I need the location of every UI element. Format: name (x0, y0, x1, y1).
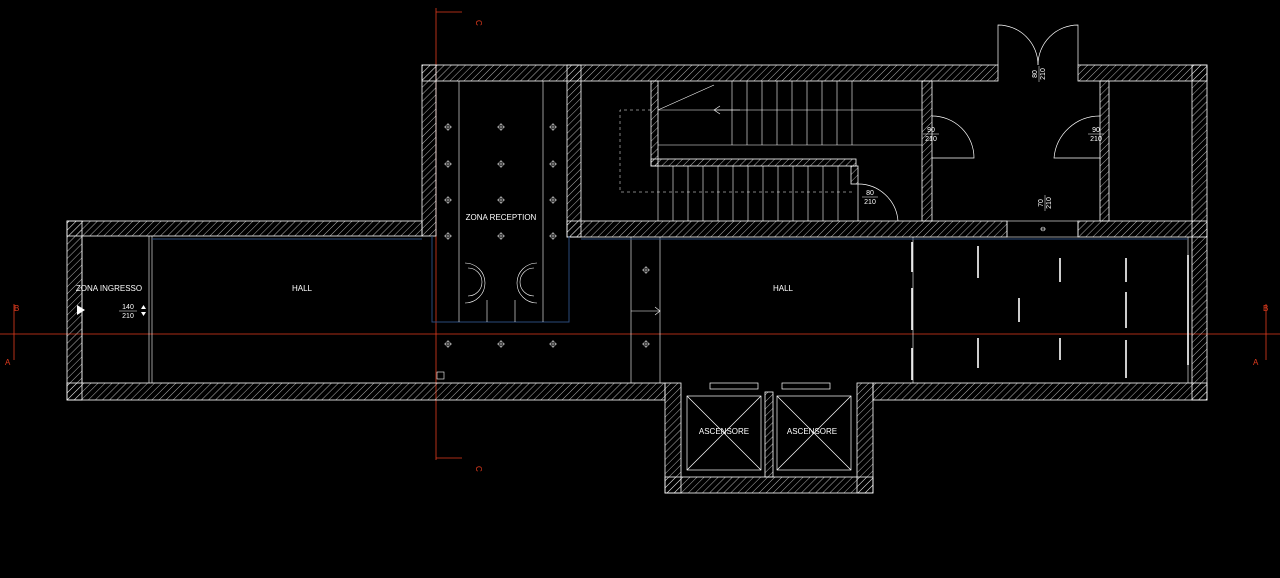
walls (66, 64, 1208, 494)
door-top-height: 210 (1040, 68, 1047, 80)
triangle-down-icon (141, 312, 146, 316)
door-room-right-height: 210 (1090, 136, 1102, 143)
section-c-top: C (474, 20, 483, 26)
wall-top-a (421, 64, 999, 82)
room-label-hall-left: HALL (292, 284, 313, 293)
room-label-hall-right: HALL (773, 284, 794, 293)
door-room-left-height: 210 (925, 136, 937, 143)
wall-bottom-a (66, 382, 666, 401)
section-markers: A B A B C C (5, 20, 1268, 472)
door-stair (857, 183, 899, 222)
wall-stair-h (650, 158, 857, 167)
door-entrance-height: 210 (122, 313, 134, 320)
reception-desk (436, 81, 544, 380)
door-room-left-width: 90 (927, 127, 935, 134)
section-b-left: B (14, 304, 19, 313)
play-arrow-icon (77, 305, 85, 315)
triangle-up-icon (141, 305, 146, 309)
arrow-icon (631, 306, 661, 316)
door-bottom-width: 70 (1038, 199, 1045, 207)
door-room-right-width: 90 (1092, 127, 1100, 134)
wall-mid-a (566, 220, 1008, 238)
wall-left-top (66, 220, 423, 237)
door-stair-width: 80 (866, 190, 874, 197)
elevator-cabin-2 (776, 395, 852, 471)
chair-icon (519, 267, 535, 297)
door-room-left (931, 115, 975, 159)
wall-stair-post (850, 165, 859, 185)
door-top-left-leaf (997, 24, 1039, 66)
wall-mid-b (1077, 220, 1208, 238)
wall-elevator-left (664, 382, 682, 494)
door-entrance-width: 140 (122, 304, 134, 311)
wall-top-b (1077, 64, 1208, 82)
section-c-bottom: C (474, 466, 483, 472)
door-top-width: 80 (1032, 70, 1039, 78)
doors (857, 24, 1101, 222)
staircase (657, 81, 922, 221)
wall-service-divider-2 (1099, 80, 1110, 222)
wall-elevator-bottom (664, 476, 874, 494)
wall-reception-left (421, 64, 437, 237)
room-label-zona-reception: ZONA RECEPTION (466, 213, 537, 222)
display-panels (911, 242, 1189, 380)
wall-bottom-b (872, 382, 1208, 401)
room-outlines (81, 220, 1189, 383)
door-room-right (1053, 115, 1101, 159)
section-b-right: B (1263, 304, 1268, 313)
section-a-left: A (5, 358, 11, 367)
door-dimensions: 140 210 80 210 90 210 90 210 80 210 70 2… (119, 66, 1104, 320)
wall-elevator-right (856, 382, 874, 494)
staircase-hidden-lines (619, 109, 852, 193)
elevator-cabin-1 (686, 395, 762, 471)
section-a-right: A (1253, 358, 1259, 367)
door-stair-height: 210 (864, 199, 876, 206)
room-label-ascensore-1: ASCENSORE (699, 427, 749, 436)
room-label-ascensore-2: ASCENSORE (787, 427, 837, 436)
chair-icon (467, 267, 483, 297)
room-label-zona-ingresso: ZONA INGRESSO (76, 284, 142, 293)
door-bottom-height: 210 (1046, 197, 1053, 209)
elevators (686, 382, 852, 471)
wall-reception-right (566, 64, 582, 238)
wall-elevator-mid (764, 391, 774, 478)
glass-partitions (152, 236, 1188, 323)
wall-stair (650, 80, 659, 167)
door-top-right-leaf (1037, 24, 1079, 66)
ceiling-lights (444, 123, 1046, 348)
wall-service-divider (921, 80, 933, 222)
